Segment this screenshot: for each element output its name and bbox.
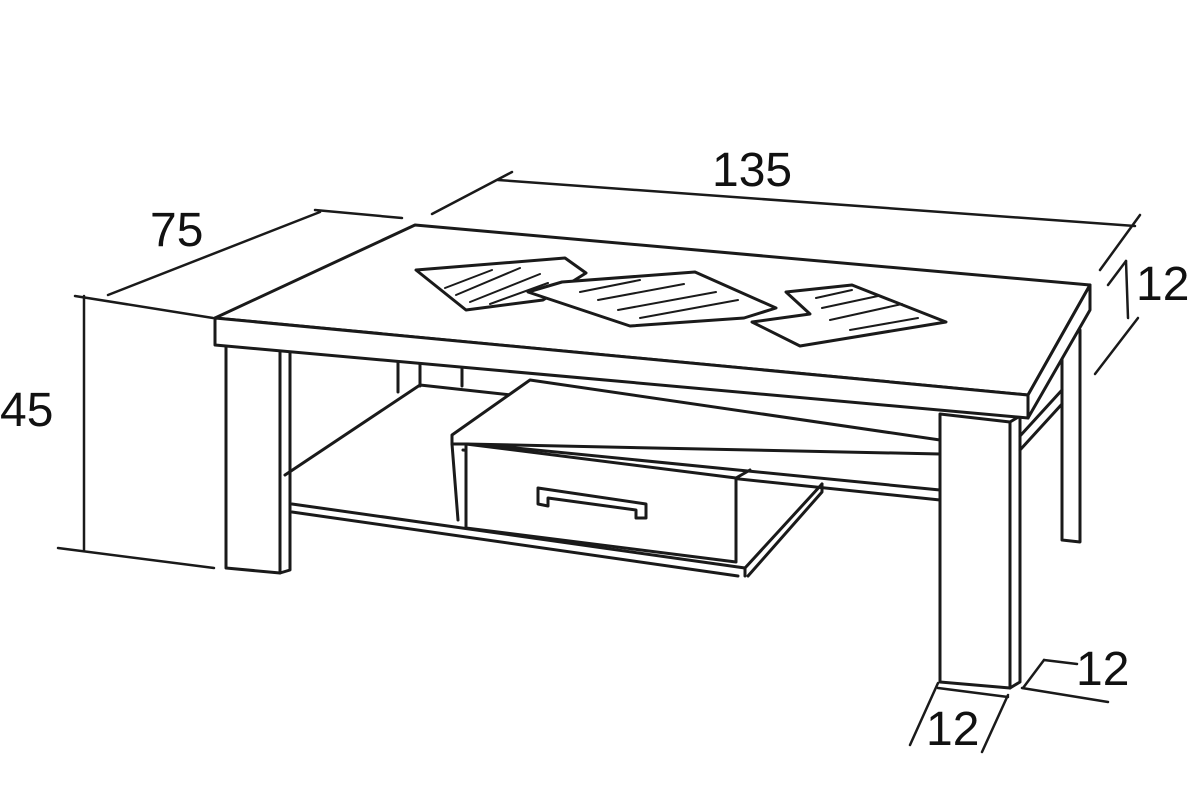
top-thickness-extension-bottom <box>1093 316 1140 376</box>
length-dimension-line <box>496 178 1137 228</box>
leg-depth-dimension-line <box>1021 658 1046 690</box>
drawer <box>450 378 942 564</box>
back-right-leg <box>1060 328 1082 544</box>
dimension-lines <box>56 170 1142 754</box>
top-thickness-tick-top <box>1106 259 1128 287</box>
depth-label: 75 <box>150 204 203 257</box>
height-label: 45 <box>0 384 53 437</box>
leg-width-dimension-line <box>936 686 1010 699</box>
table-top-side-edge <box>1026 283 1092 420</box>
front-right-leg-side <box>1008 414 1022 690</box>
length-extension-left <box>430 170 514 216</box>
top-thickness-label: 12 <box>1136 258 1189 311</box>
top-inlays <box>414 256 948 348</box>
length-extension-right <box>1098 213 1142 272</box>
drawer-left-edge <box>450 442 460 522</box>
height-extension-bottom <box>56 546 216 570</box>
inlay-right-hatching <box>815 289 919 331</box>
inlay-left-hatching <box>444 267 549 305</box>
drawer-side <box>734 468 752 480</box>
depth-extension-top <box>313 208 404 220</box>
leg-width-label: 12 <box>926 703 979 756</box>
back-structure <box>283 328 1082 578</box>
side-rail <box>1018 388 1064 452</box>
front-right-leg <box>938 412 1012 690</box>
inlay-middle-hatching <box>579 279 739 319</box>
leg-width-extension-right <box>980 693 1010 754</box>
inlay-middle <box>526 270 778 328</box>
leg-width-extension-left <box>908 681 940 747</box>
depth-extension-bottom <box>73 294 215 320</box>
drawer-handle-icon <box>536 486 648 520</box>
leg-depth-label: 12 <box>1076 643 1129 696</box>
shelf-front-thickness <box>290 510 740 578</box>
top-thickness-dimension-line <box>1124 259 1130 320</box>
dimension-labels: 135 75 45 12 12 12 <box>0 144 1189 756</box>
length-label: 135 <box>712 144 792 197</box>
front-left-leg <box>224 340 282 575</box>
leg-depth-extension-bottom <box>1020 686 1110 704</box>
depth-dimension-line <box>106 210 322 297</box>
front-legs <box>224 340 1022 690</box>
leg-depth-tick-top <box>1042 658 1079 666</box>
